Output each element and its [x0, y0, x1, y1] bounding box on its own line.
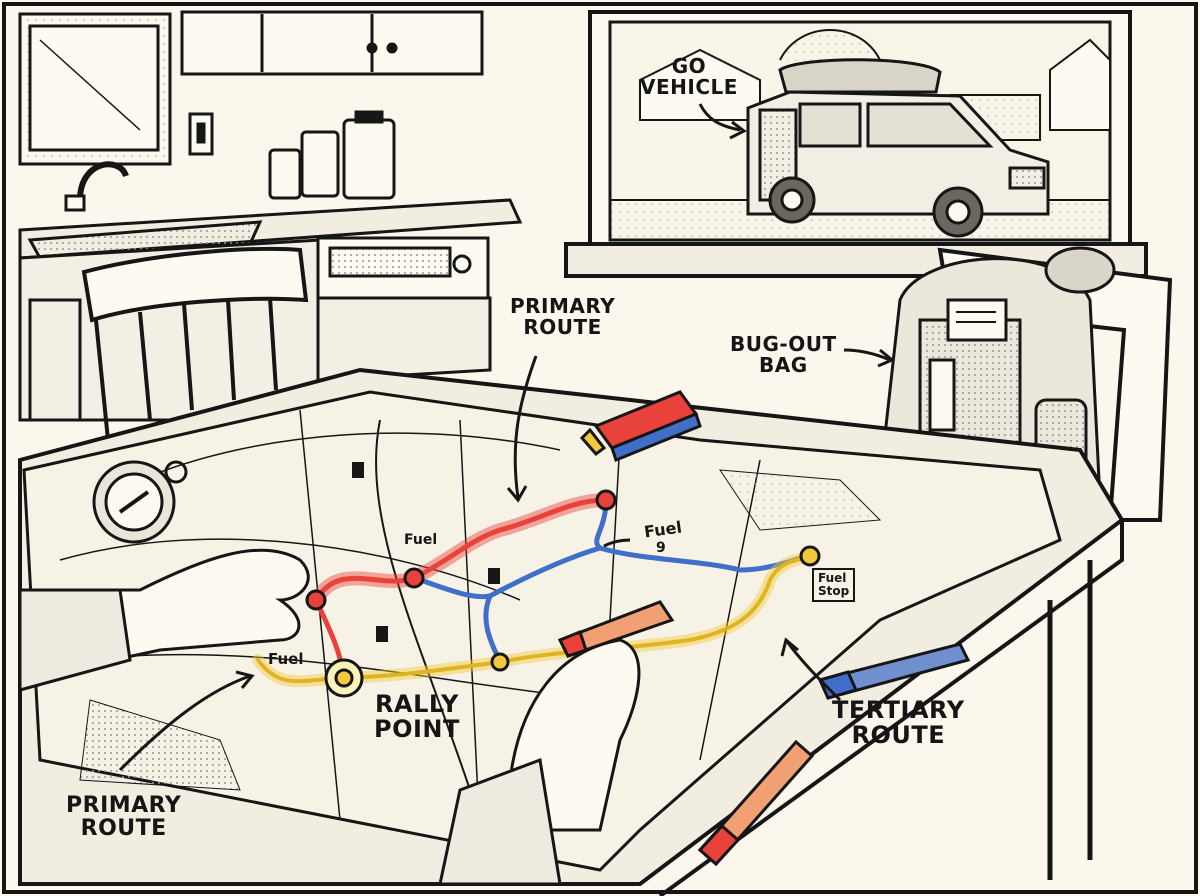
highlighter-block: [579, 390, 702, 462]
rally-point-line-1: RALLY: [375, 690, 459, 718]
primary-route-bottom-line-2: ROUTE: [80, 816, 167, 842]
primary-route-bottom-arrow: [118, 674, 251, 772]
primary-route-red: [313, 497, 609, 603]
primary-route-top-label: PRIMARY ROUTE: [510, 296, 615, 338]
fuel-arrow: [603, 538, 631, 548]
tertiary-route-line-2: ROUTE: [851, 721, 946, 750]
fuel-stop-line-2: Stop: [818, 584, 850, 599]
go-vehicle-label: GO VEHICLE: [640, 56, 738, 98]
fuel-note-3: Fuel: [268, 650, 304, 668]
chair-left: [81, 246, 309, 441]
canisters: [268, 110, 396, 200]
primary-route-bottom-line-1: PRIMARY: [66, 793, 182, 818]
rally-point-label: RALLY POINT: [374, 690, 460, 744]
map-sheet: [22, 390, 1062, 872]
kitchen-cabinets: [18, 10, 484, 166]
fuel-stop-line-1: Fuel: [818, 571, 847, 585]
tertiary-route-arrow: [784, 639, 842, 702]
tertiary-route-line-1: TERTIARY: [832, 696, 965, 724]
bug-out-bag-arrow: [843, 348, 891, 362]
primary-route-top-line-1: PRIMARY: [510, 294, 616, 318]
go-vehicle-suv: [746, 58, 1050, 238]
red-marker: [697, 739, 815, 867]
tertiary-route-label: TERTIARY ROUTE: [832, 696, 965, 750]
fuel-pump-icons: [352, 462, 500, 642]
vehicle-arrow: [698, 103, 741, 132]
primary-route-top-line-2: ROUTE: [523, 315, 602, 339]
fuel-note-2-sub: 9: [656, 540, 666, 556]
go-vehicle-line-2: VEHICLE: [640, 75, 738, 99]
primary-route-top-arrow: [513, 355, 538, 499]
bug-out-bag-label: BUG-OUT BAG: [730, 334, 837, 376]
vehicle-arrowhead: [729, 120, 747, 140]
primary-route-bottom-label: PRIMARY ROUTE: [66, 794, 181, 840]
blue-marker: [817, 642, 971, 700]
bug-out-bag-line-2: BAG: [758, 353, 808, 377]
rally-point-line-2: POINT: [374, 715, 460, 744]
hands: [18, 548, 675, 886]
go-vehicle-line-1: GO: [671, 54, 707, 78]
compass: [92, 460, 188, 544]
fuel-stop-note: Fuel Stop: [812, 568, 856, 603]
bug-out-bag-line-1: BUG-OUT: [730, 332, 837, 356]
annotation-arrows: [118, 348, 895, 772]
waypoints: [305, 489, 821, 698]
fuel-note-1: Fuel: [404, 532, 438, 548]
